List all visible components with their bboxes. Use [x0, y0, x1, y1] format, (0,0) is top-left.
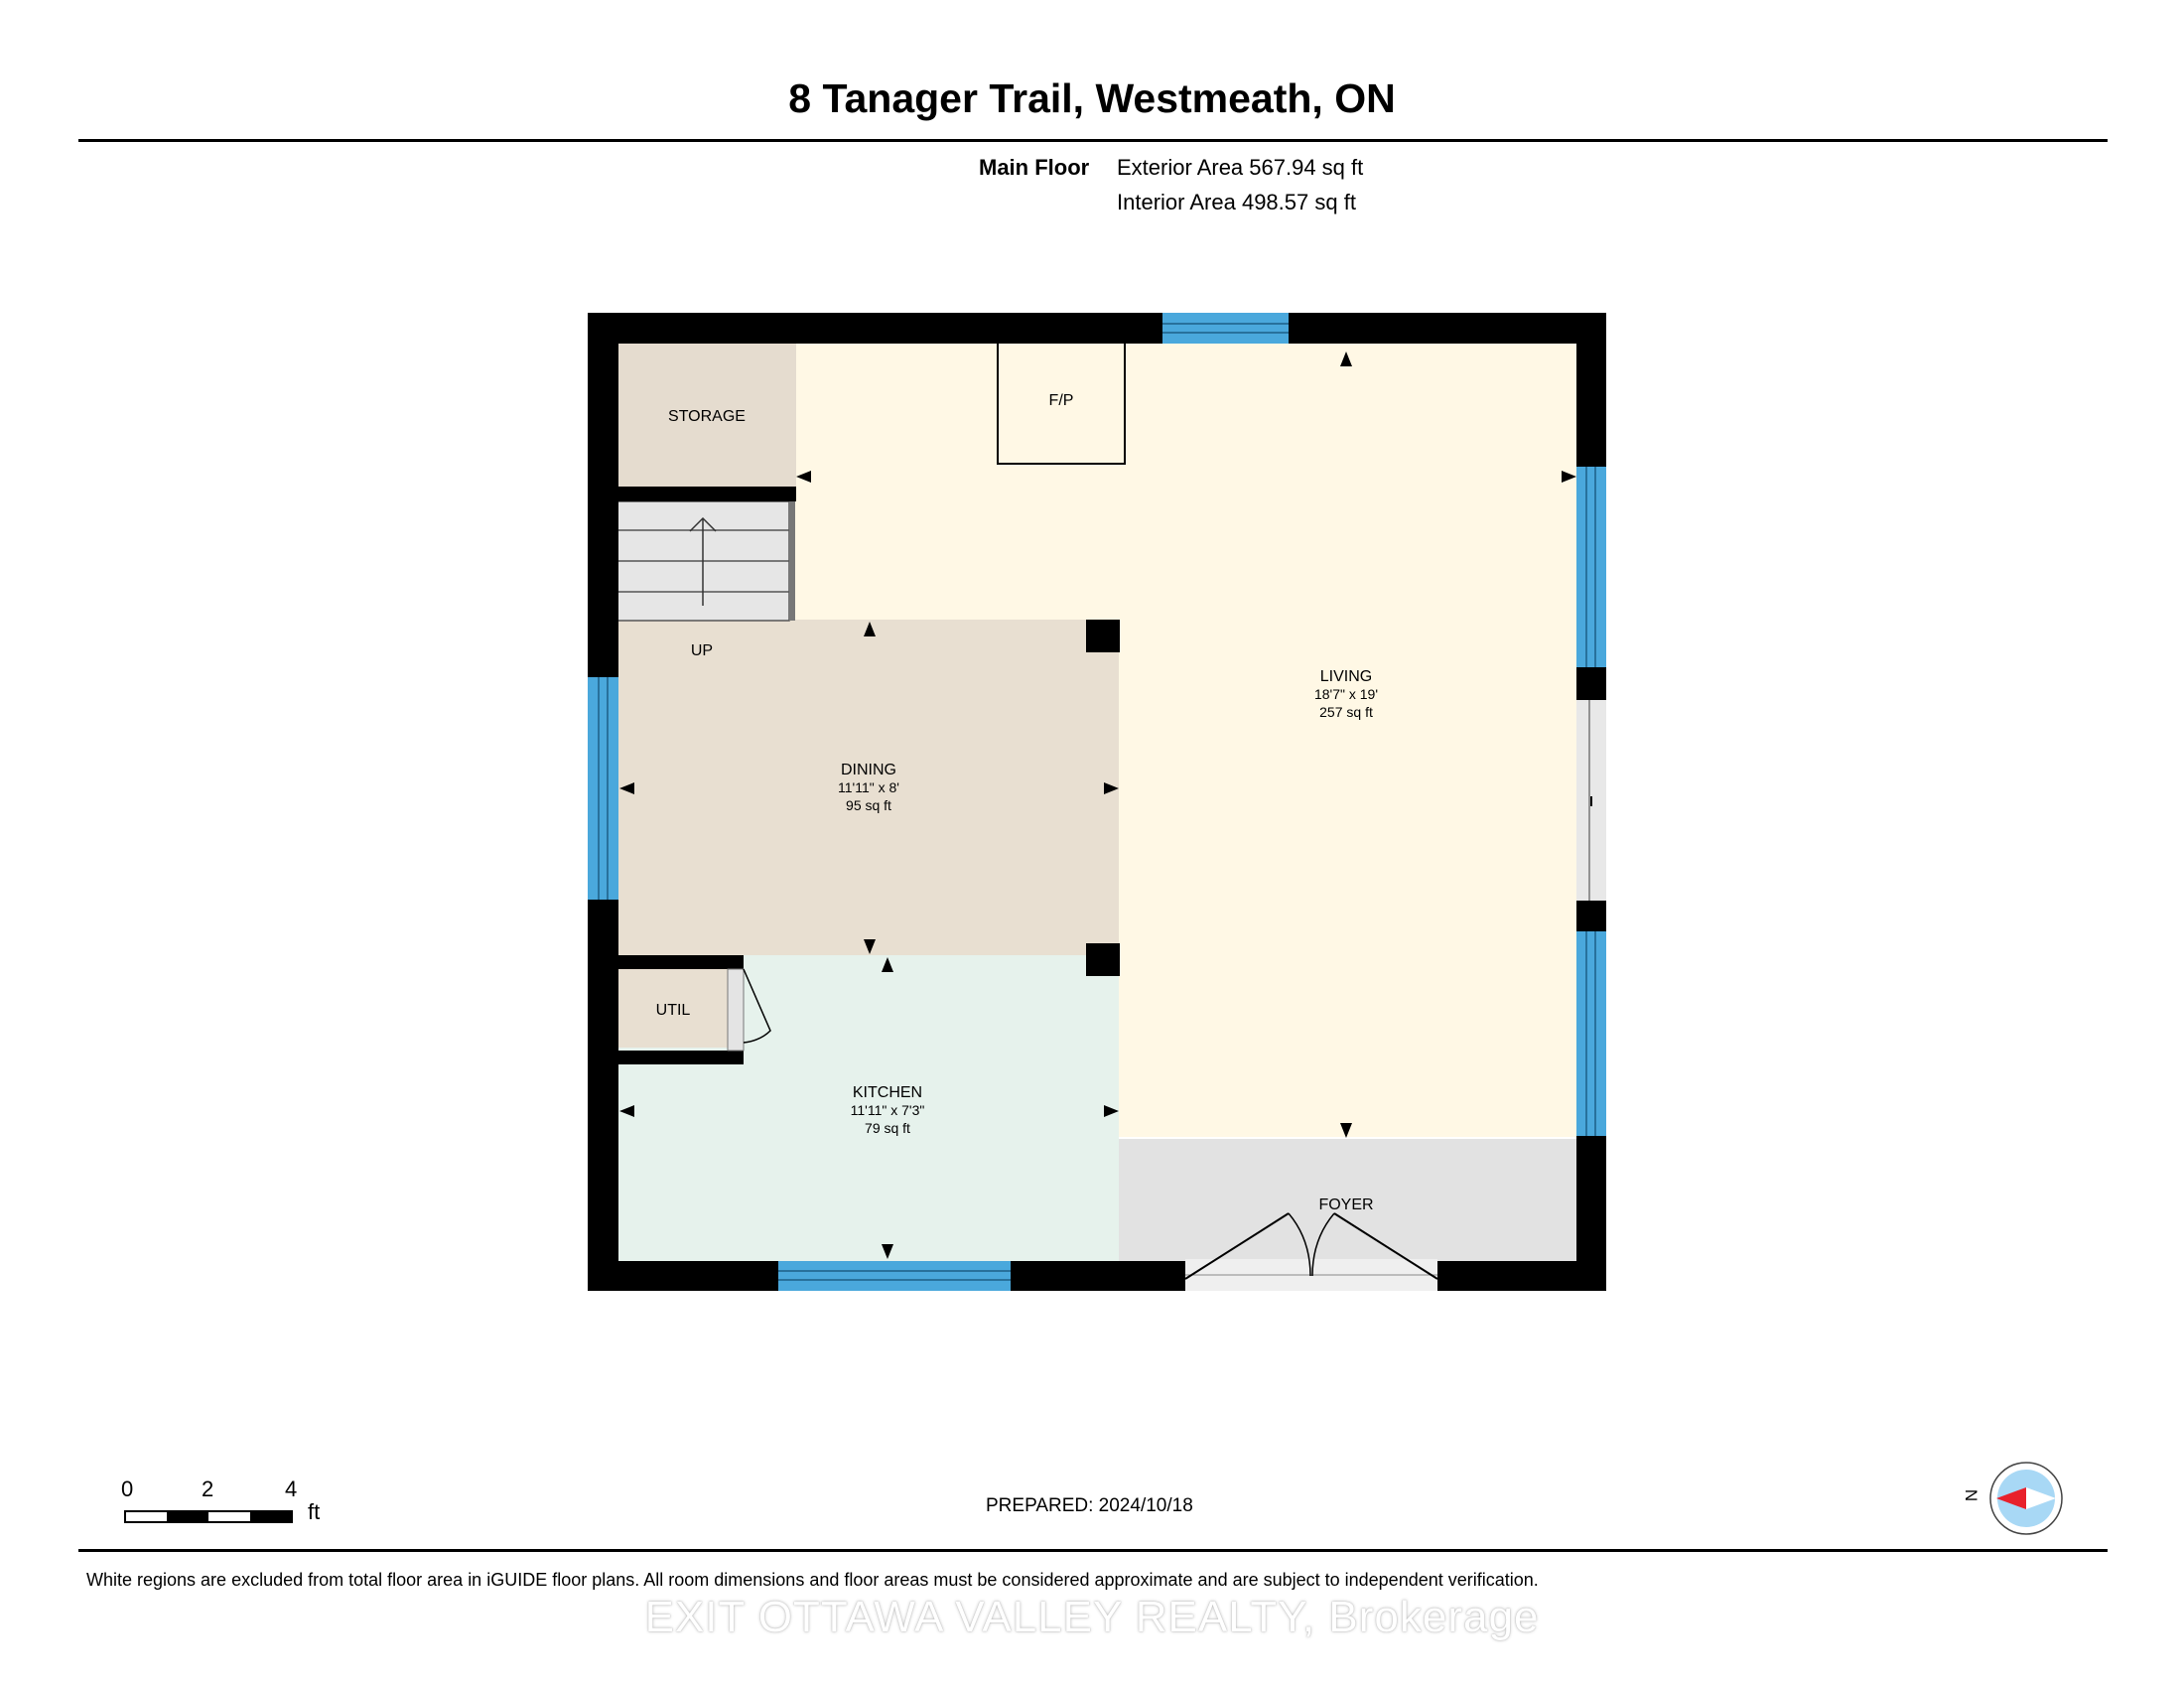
exterior-area: Exterior Area 567.94 sq ft [1117, 155, 1364, 180]
prepared-date: PREPARED: 2024/10/18 [986, 1495, 1193, 1516]
util-room [617, 968, 729, 1048]
window-left [588, 677, 618, 900]
scale-tick-4: 4 [285, 1477, 298, 1501]
window-bottom [778, 1261, 1011, 1291]
foyer-label: FOYER [1318, 1196, 1373, 1213]
stairs-up-label: UP [691, 642, 713, 659]
disclaimer-text: White regions are excluded from total fl… [86, 1570, 1539, 1590]
dimension-arrows [619, 352, 1576, 1259]
footer-divider [78, 1549, 2108, 1552]
interior-area: Interior Area 498.57 sq ft [1117, 190, 1356, 214]
page-title: 8 Tanager Trail, Westmeath, ON [788, 75, 1396, 121]
storage-room [617, 343, 796, 488]
header-divider [78, 139, 2108, 142]
dining-area: 95 sq ft [846, 797, 891, 813]
kitchen-label: KITCHEN [853, 1084, 922, 1101]
scale-tick-0: 0 [121, 1477, 134, 1501]
living-area: 257 sq ft [1319, 704, 1373, 720]
fireplace-label: F/P [1049, 392, 1074, 409]
window-right-lower [1576, 931, 1606, 1136]
dining-dimensions: 11'11" x 8' [838, 779, 899, 795]
compass-icon [1989, 1462, 2063, 1535]
util-door [727, 968, 771, 1052]
stairs [616, 500, 795, 622]
fireplace [997, 342, 1126, 465]
compass-north-label: N [1962, 1488, 1981, 1502]
living-dimensions: 18'7" x 19' [1314, 686, 1378, 702]
kitchen-area: 79 sq ft [865, 1120, 910, 1136]
living-label: LIVING [1320, 668, 1372, 685]
brokerage-watermark: EXIT OTTAWA VALLEY REALTY, Brokerage [644, 1593, 1540, 1641]
floor-name: Main Floor [979, 155, 1090, 180]
window-top [1162, 313, 1289, 344]
foyer-room [1119, 1139, 1578, 1261]
scale-tick-2: 2 [202, 1477, 214, 1501]
dining-label: DINING [841, 762, 896, 778]
dining-room [617, 620, 1119, 955]
sliding-door [1576, 700, 1606, 901]
window-right-upper [1576, 467, 1606, 667]
foyer-entry-door [1184, 1212, 1438, 1291]
kitchen-dimensions: 11'11" x 7'3" [851, 1102, 925, 1118]
storage-label: STORAGE [668, 408, 746, 425]
scale-bar [124, 1510, 293, 1523]
windows [588, 313, 1606, 1291]
util-label: UTIL [656, 1002, 691, 1019]
scale-unit: ft [308, 1499, 321, 1524]
